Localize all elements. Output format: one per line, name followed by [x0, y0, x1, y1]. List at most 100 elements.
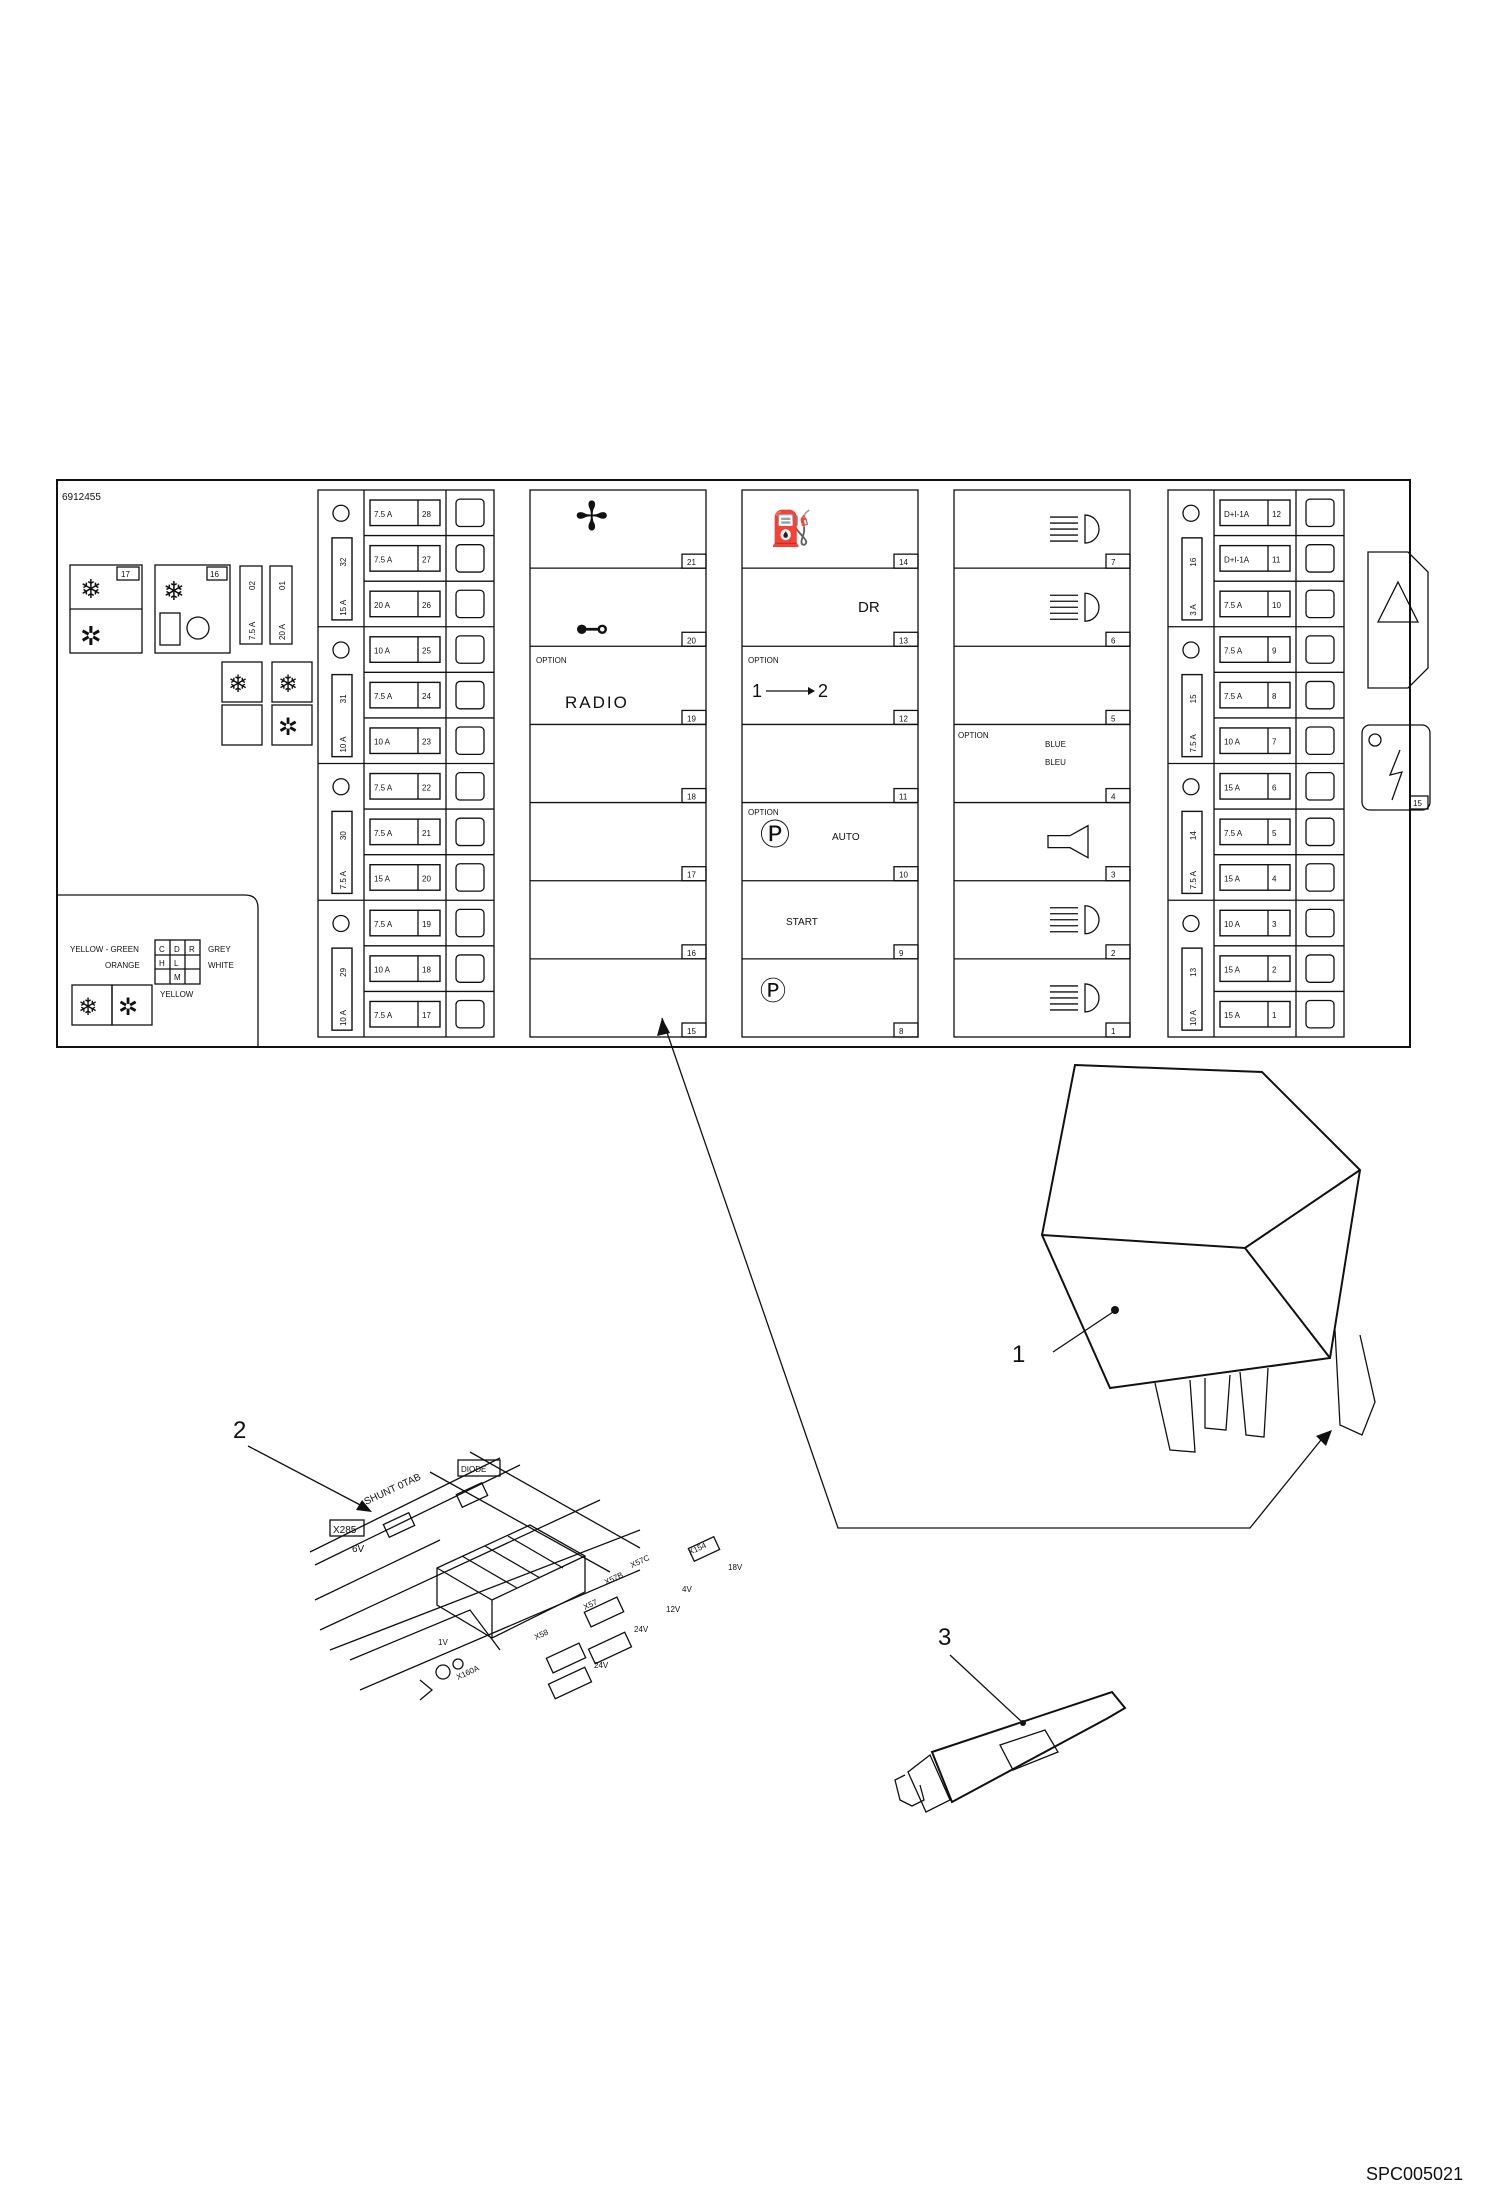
- col5-fuse-number: 3: [1272, 920, 1277, 929]
- option-label: OPTION: [748, 656, 779, 665]
- col1-vertical-fuse-rating: 15 A: [339, 599, 348, 616]
- col1-fuse-26: [369, 590, 441, 618]
- col3-relay-number: 12: [899, 714, 908, 723]
- col4-relay-tab: [1105, 631, 1131, 647]
- col2-relay-tab: [681, 1022, 707, 1038]
- relay-16-number: 16: [210, 570, 219, 579]
- option-label: OPTION: [536, 656, 567, 665]
- connector-x58: X58: [533, 1627, 550, 1641]
- wire-colour-grey: GREY: [208, 945, 231, 954]
- col2-relay-number: 18: [687, 793, 696, 802]
- col5-fuse-number: 7: [1272, 738, 1277, 747]
- col3-relay-tab: [893, 944, 919, 960]
- relay-leader-line: [657, 1017, 1332, 1529]
- col4-relay-number: 1: [1111, 1027, 1116, 1036]
- circuit-symbol-icon: [455, 817, 485, 847]
- col5-vertical-fuse-13: [1181, 947, 1203, 1031]
- col2-relay-number: 21: [687, 558, 696, 567]
- col5-fuse-number: 12: [1272, 510, 1281, 519]
- col1-fuse-number: 18: [422, 966, 431, 975]
- col5-fuse-rating: D+I-1A: [1224, 510, 1250, 519]
- wire-colour-legend: YELLOW - GREEN ORANGE C D R H L M GREY W…: [57, 894, 259, 1047]
- component-icon: [1182, 778, 1200, 796]
- col5-vertical-fuse-number: 15: [1189, 694, 1198, 703]
- parking-brake-icon: Ⓟ: [760, 976, 786, 1006]
- col5-fuse-number: 8: [1272, 692, 1277, 701]
- component-icon: [332, 778, 350, 796]
- circuit-symbol-icon: [1305, 817, 1335, 847]
- snowflake-icon: ❄: [228, 671, 248, 698]
- option-label: OPTION: [958, 731, 989, 740]
- wire-cell: H: [159, 959, 165, 968]
- wire-colour-yellow: YELLOW: [160, 990, 194, 999]
- col4-relay-tab: [1105, 709, 1131, 726]
- circuit-symbol-icon: [455, 680, 485, 710]
- col1-fuse-number: 23: [422, 738, 431, 747]
- part-number: 6912455: [62, 492, 101, 503]
- col1-vertical-fuse-number: 31: [339, 694, 348, 703]
- col5-fuse-number: 6: [1272, 783, 1277, 792]
- col1-vertical-fuse-29: [331, 947, 353, 1031]
- auto-label: AUTO: [832, 832, 860, 843]
- col3-relay-number: 14: [899, 558, 908, 567]
- component-icon: [1182, 641, 1200, 659]
- headlamp-icon: [1084, 905, 1100, 935]
- col5-vertical-fuse-rating: 7.5 A: [1189, 870, 1198, 889]
- key-icon: [1368, 733, 1382, 747]
- col1-fuse-number: 22: [422, 783, 431, 792]
- col1-vertical-fuse-number: 29: [339, 967, 348, 976]
- col2-relay-number: 17: [687, 871, 696, 880]
- fuse-01-number: 01: [278, 581, 287, 590]
- col4-relay-number: 6: [1111, 636, 1116, 645]
- col1-vertical-fuse-30: [331, 810, 353, 895]
- relay-component: 1: [1012, 1063, 1376, 1453]
- col2-relay-number: 15: [687, 1027, 696, 1036]
- headlamp-icon: [1084, 592, 1100, 622]
- col5-fuse-number: 1: [1272, 1011, 1277, 1020]
- fuel-pump-icon: ⛽: [770, 509, 812, 548]
- voltage-12v: 12V: [666, 1605, 681, 1614]
- col5-fuse-rating: 7.5 A: [1224, 647, 1243, 656]
- col1-fuse-rating: 10 A: [374, 647, 391, 656]
- col5-fuse-number: 9: [1272, 647, 1277, 656]
- col5-fuse-5: [1219, 818, 1291, 846]
- col1-fuse-rating: 7.5 A: [374, 829, 393, 838]
- col5-fuse-2: [1219, 955, 1291, 983]
- col1-fuse-number: 28: [422, 510, 431, 519]
- col3-relay-number: 11: [899, 793, 908, 802]
- col5-vertical-fuse-rating: 3 A: [1189, 604, 1198, 616]
- grease-tube-body: [930, 1690, 1127, 1804]
- relay-16-outline: [154, 564, 231, 654]
- col1-fuse-rating: 7.5 A: [374, 692, 393, 701]
- circuit-symbol-icon: [455, 544, 485, 573]
- col4-relay-number: 2: [1111, 949, 1116, 958]
- col1-fuse-rating: 10 A: [374, 966, 391, 975]
- circuit-symbol-icon: [455, 863, 485, 892]
- circuit-symbol-icon: [1305, 589, 1335, 619]
- col5-fuse-number: 10: [1272, 601, 1281, 610]
- col1-fuse-24: [369, 681, 441, 709]
- drawing-code: SPC005021: [1366, 2164, 1463, 2184]
- col1-fuse-rating: 7.5 A: [374, 783, 393, 792]
- col1-fuse-number: 25: [422, 647, 431, 656]
- wire-cell: M: [174, 973, 181, 982]
- circuit-symbol-icon: [1305, 863, 1335, 892]
- radio-label: RADIO: [565, 693, 629, 712]
- sequence-1: 1: [752, 681, 762, 701]
- wire-cell: R: [189, 945, 195, 954]
- col2-relay-number: 20: [687, 636, 696, 645]
- connector-x154: X154: [687, 1541, 708, 1557]
- bleu-label: BLEU: [1045, 758, 1066, 767]
- circuit-symbol-icon: [455, 908, 485, 938]
- col4-relay-tab: [1105, 787, 1131, 804]
- parking-brake-icon: Ⓟ: [760, 819, 790, 852]
- col5-fuse-4: [1219, 863, 1291, 891]
- circuit-symbol-icon: [1305, 726, 1335, 756]
- circuit-symbol-icon: [1305, 680, 1335, 710]
- col1-fuse-rating: 15 A: [374, 874, 391, 883]
- fuse-02-number: 02: [248, 581, 257, 590]
